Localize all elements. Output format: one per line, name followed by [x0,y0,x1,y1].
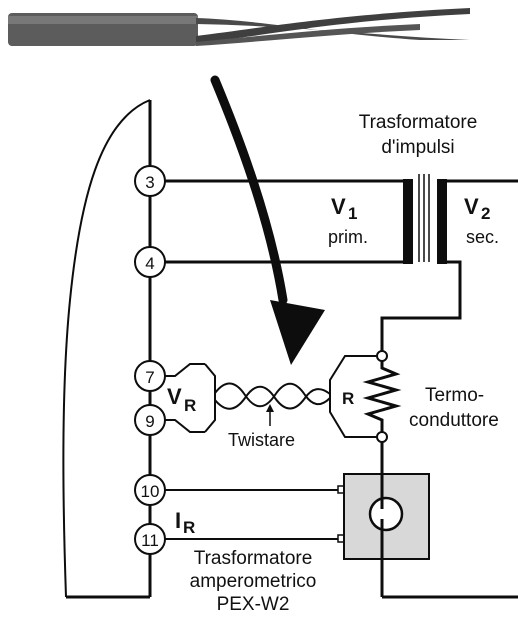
curved-arrow-shaft [210,75,288,305]
twist-pointer-head [266,404,274,412]
terminal-label: 3 [145,173,154,192]
v1-description: prim. [328,227,368,247]
thermo-label-line2: conduttore [409,410,499,431]
vr-label: V [167,384,182,409]
ir-subscript: R [183,518,195,537]
pulse-transformer-title-line2: d'impulsi [381,137,454,158]
node-bottom [376,431,388,443]
terminal-10: 10 [134,474,166,506]
v2-description: sec. [466,227,499,247]
terminal-circle [134,474,166,506]
v1-label: V [331,194,346,219]
current-transformer-symbol [343,473,430,560]
wire-terminal-7 [162,363,205,377]
thermo-label-line1: Termo- [425,385,484,406]
cable-photo [8,8,470,46]
terminal-circle [134,165,166,197]
terminal-circle [134,404,166,436]
curved-arrow-head [270,300,325,365]
terminal-7: 7 [134,360,166,392]
pulse-transformer-title-line1: Trasformatore [359,112,478,133]
terminal-4: 4 [134,246,166,278]
ct-box [343,473,430,560]
primary-winding [403,179,413,264]
cable-wire-c [196,24,420,46]
cable-wire-a [196,18,470,40]
terminal-circle [134,246,166,278]
v2-label: V [464,194,479,219]
cable-highlight [8,16,198,24]
terminal-label: 11 [141,531,159,550]
ct-core-hole [368,496,404,532]
wire-terminal-9 [162,419,205,433]
curved-arrow [210,75,325,365]
ir-label: I [175,508,181,533]
outline-curve [62,99,151,598]
r-label: R [342,389,354,408]
ct-title-line1: Trasformatore [194,548,313,569]
ct-title-line2: amperometrico [190,571,317,592]
r-bracket [329,355,377,438]
terminal-11: 11 [134,523,166,555]
v2-subscript: 2 [481,204,490,223]
cable-wire-b [196,8,470,44]
resistor-symbol [362,361,402,432]
terminal-circle [134,360,166,392]
secondary-winding [437,179,447,264]
vr-bracket [204,363,216,433]
terminal-label: 7 [145,368,154,387]
terminal-9: 9 [134,404,166,436]
twist-wire-b [214,385,331,410]
wire-secondary-bottom [380,260,462,352]
node-top [376,350,388,362]
terminal-label: 10 [141,482,160,501]
twist-label: Twistare [228,430,295,450]
pulse-transformer-symbol [403,174,447,264]
terminal-label: 4 [145,254,154,273]
terminal-circle [134,523,166,555]
terminal-label: 9 [145,412,154,431]
twist-wire-a [214,382,331,408]
terminal-3: 3 [134,165,166,197]
ct-title-line3: PEX-W2 [217,594,290,615]
v1-subscript: 1 [348,204,357,223]
vr-subscript: R [184,396,196,415]
twisted-pair [214,382,331,426]
